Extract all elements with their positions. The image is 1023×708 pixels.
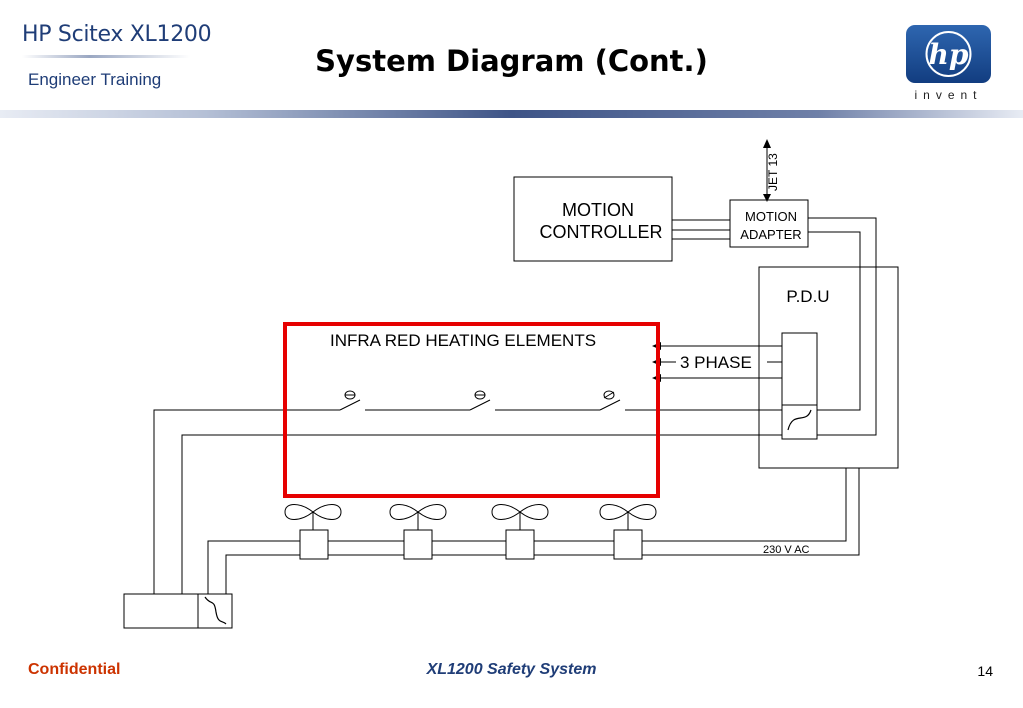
page-title: System Diagram (Cont.) bbox=[315, 44, 708, 78]
brand-divider bbox=[22, 55, 190, 58]
pdu-ac-source bbox=[781, 404, 818, 440]
logo-text: hp bbox=[929, 38, 969, 71]
motion-controller-label: MOTION bbox=[562, 200, 634, 220]
ac-source-box bbox=[197, 593, 233, 629]
brand-subtitle: Engineer Training bbox=[28, 70, 162, 89]
brand-block: HP Scitex XL1200 Engineer Training bbox=[22, 22, 212, 90]
controller-unit-box bbox=[123, 593, 199, 629]
arrowhead-icon bbox=[763, 194, 771, 202]
fan-icon bbox=[389, 504, 447, 520]
footer-confidential: Confidential bbox=[28, 661, 121, 678]
fan-junction-box bbox=[613, 529, 643, 560]
phase-label: 3 PHASE bbox=[680, 353, 752, 372]
infra-red-heating-box bbox=[283, 322, 660, 498]
fan-icon bbox=[284, 504, 342, 520]
pdu-breaker bbox=[781, 332, 818, 406]
fan-junction-box bbox=[299, 529, 329, 560]
jet-label: JET 13 bbox=[766, 153, 780, 191]
logo-tagline: invent bbox=[914, 88, 983, 102]
pdu-label: P.D.U bbox=[786, 287, 829, 306]
pdu-box bbox=[758, 266, 899, 469]
heating-label: INFRA RED HEATING ELEMENTS bbox=[330, 331, 596, 350]
motion-controller-label: CONTROLLER bbox=[539, 222, 662, 242]
brand-name: HP Scitex XL1200 bbox=[22, 22, 212, 47]
motion-controller-box bbox=[513, 176, 673, 262]
motion-adapter-label: MOTION bbox=[745, 209, 797, 224]
voltage-label: 230 V AC bbox=[763, 544, 810, 556]
fan-junction-box bbox=[403, 529, 433, 560]
footer-title: XL1200 Safety System bbox=[426, 661, 597, 678]
fan-icon bbox=[491, 504, 549, 520]
header-bar bbox=[0, 110, 1023, 118]
motion-adapter-label: ADAPTER bbox=[740, 227, 801, 242]
motion-adapter-box bbox=[729, 199, 809, 248]
page-number: 14 bbox=[977, 663, 993, 679]
fan-junction-box bbox=[505, 529, 535, 560]
hp-logo-icon: hp bbox=[906, 25, 991, 83]
fan-icon bbox=[599, 504, 657, 520]
arrowhead-icon bbox=[763, 139, 771, 148]
